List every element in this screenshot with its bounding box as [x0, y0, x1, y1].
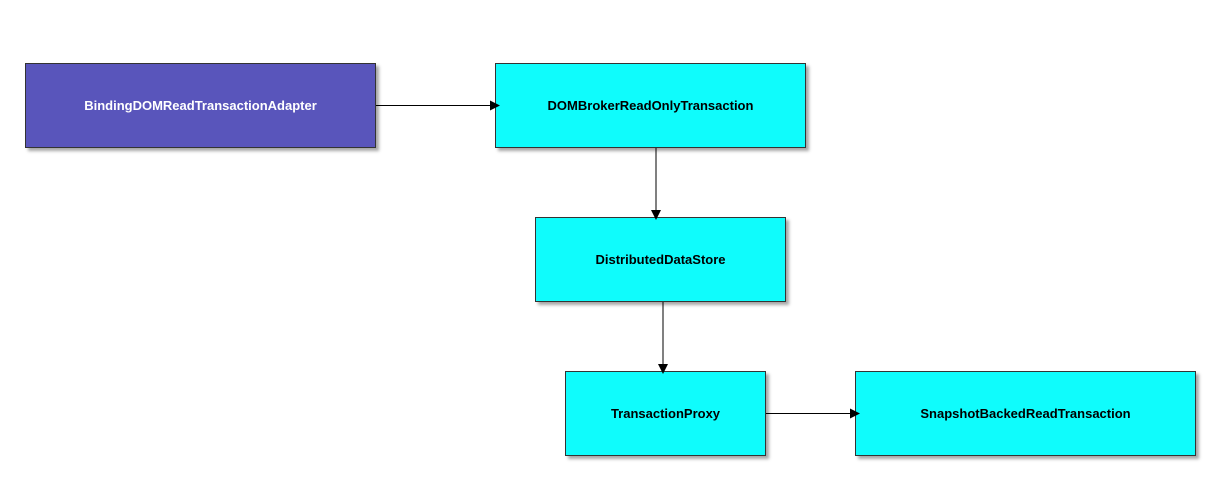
- node-transaction-proxy: TransactionProxy: [565, 371, 766, 456]
- node-binding-dom-read-transaction-adapter: BindingDOMReadTransactionAdapter: [25, 63, 376, 148]
- node-distributed-data-store: DistributedDataStore: [535, 217, 786, 302]
- node-dom-broker-read-only-transaction: DOMBrokerReadOnlyTransaction: [495, 63, 806, 148]
- node-snapshot-backed-read-transaction: SnapshotBackedReadTransaction: [855, 371, 1196, 456]
